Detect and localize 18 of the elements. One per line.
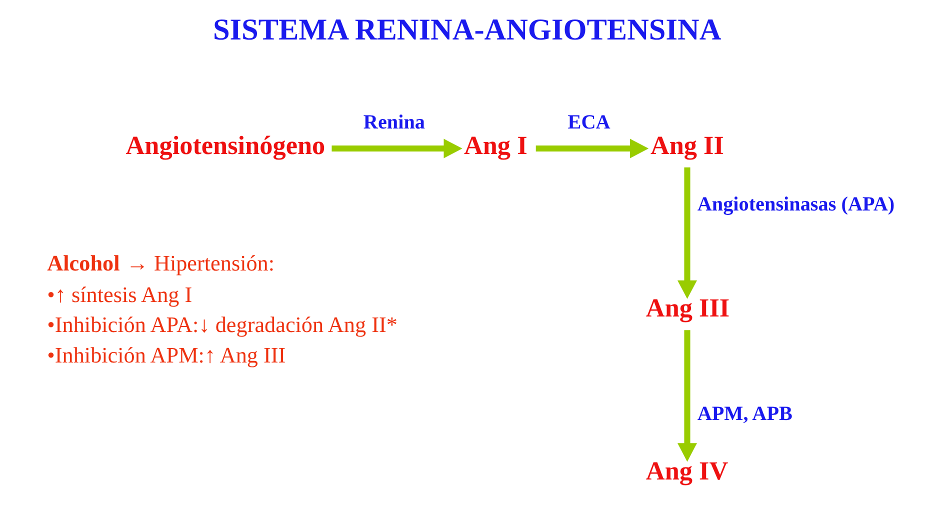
arrow	[535, 138, 648, 158]
edge-label: APM, APB	[696, 403, 792, 426]
edge-label: Renina	[362, 111, 425, 134]
edge-label: Angiotensinasas (APA)	[696, 194, 894, 216]
edge-label: ECA	[567, 111, 610, 134]
arrow	[676, 167, 697, 299]
label: •↑ síntesis Ang I	[46, 282, 192, 307]
label: Alcohol → Hipertensión:	[46, 250, 274, 276]
label: •Inhibición APA:↓ degradación Ang II*	[46, 312, 397, 338]
diagram-title: SISTEMA RENINA-ANGIOTENSINA	[212, 12, 721, 46]
arrow	[331, 138, 462, 158]
node-text: Ang I	[463, 130, 527, 160]
node-text: Angiotensinógeno	[125, 130, 325, 160]
label: •Inhibición APM:↑ Ang III	[46, 342, 286, 368]
node-text: Ang II	[650, 130, 724, 160]
node-text: Ang III	[645, 294, 730, 323]
node-text: Ang IV	[645, 456, 728, 486]
arrow	[676, 330, 697, 462]
